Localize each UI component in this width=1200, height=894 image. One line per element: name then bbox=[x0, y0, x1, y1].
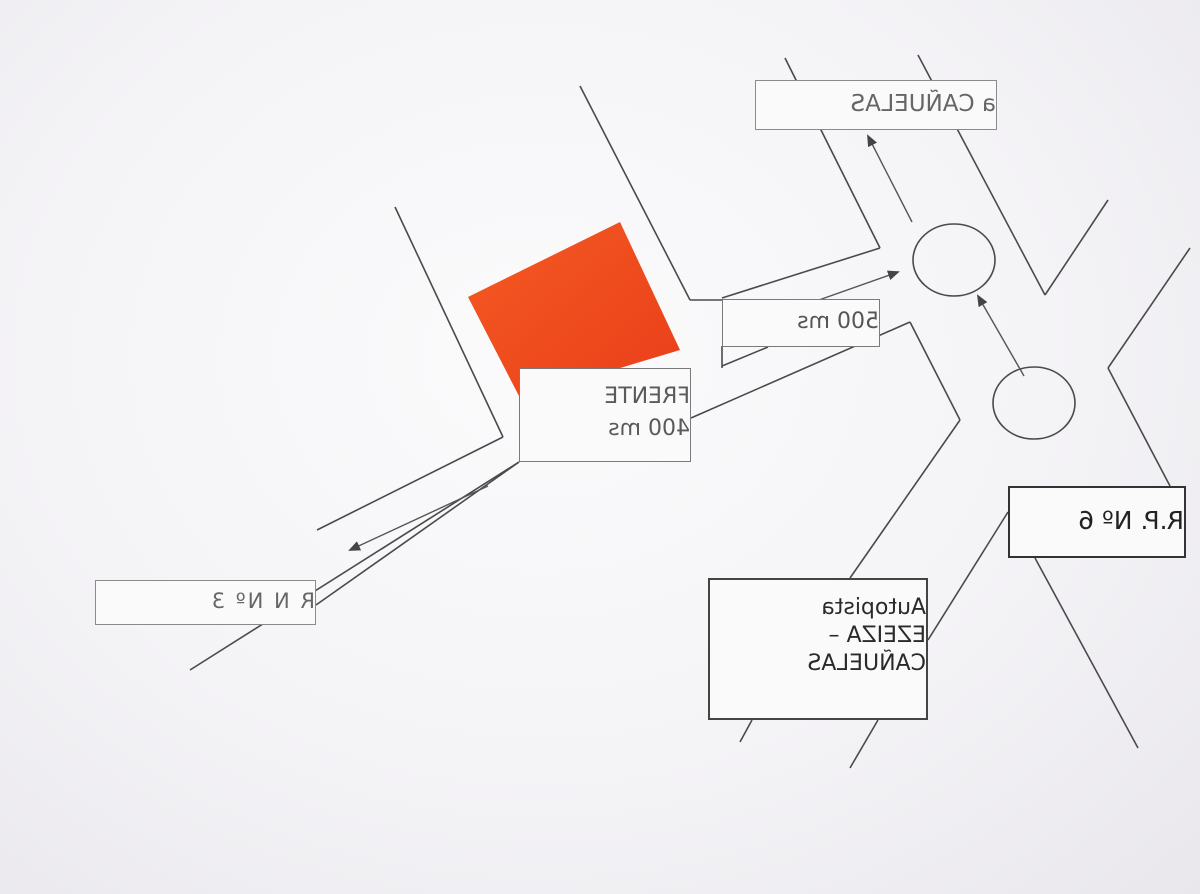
roundabout-icon bbox=[992, 366, 1076, 440]
label-frente: FRENTE 400 ms bbox=[519, 368, 691, 462]
label-distance-500: 500 ms bbox=[722, 299, 880, 347]
road-edge bbox=[315, 461, 520, 606]
road-edge bbox=[739, 719, 753, 743]
road-edge bbox=[1044, 199, 1109, 296]
road-edge bbox=[849, 419, 961, 579]
label-autopista: Autopista EZEIZA – CAÑUELAS bbox=[708, 578, 928, 720]
arrow-left-icon bbox=[348, 485, 489, 551]
label-ruta-nacional-3: R N Nº 3 bbox=[95, 580, 316, 625]
label-ruta-nacional-3-text: R N Nº 3 bbox=[209, 589, 315, 613]
road-edge bbox=[1034, 557, 1139, 749]
label-autopista-line1: Autopista bbox=[821, 595, 926, 620]
arrow-up-icon bbox=[977, 294, 1025, 377]
road-edge bbox=[927, 511, 1009, 641]
label-to-canuelas: a CAÑUELAS bbox=[755, 80, 997, 130]
label-ruta-provincial-6-text: R.P. Nº 6 bbox=[1078, 506, 1184, 535]
property-lot-icon bbox=[468, 222, 680, 398]
roundabout-icon bbox=[912, 223, 996, 297]
road-edge bbox=[721, 346, 769, 367]
road-edge bbox=[1107, 247, 1191, 369]
road-edge bbox=[316, 436, 504, 531]
label-distance-500-text: 500 ms bbox=[797, 309, 879, 334]
road-edge bbox=[721, 247, 881, 299]
label-frente-line1: FRENTE bbox=[604, 384, 690, 409]
road-edge bbox=[849, 719, 879, 769]
road-edge bbox=[189, 461, 520, 671]
road-edge bbox=[1107, 367, 1171, 487]
road-edge bbox=[394, 206, 504, 438]
label-to-canuelas-text: a CAÑUELAS bbox=[850, 91, 996, 117]
road-edge bbox=[579, 85, 691, 301]
road-edge bbox=[909, 321, 961, 421]
label-frente-line2: 400 ms bbox=[608, 416, 690, 441]
label-ruta-provincial-6: R.P. Nº 6 bbox=[1008, 486, 1186, 558]
label-autopista-line3: CAÑUELAS bbox=[807, 651, 926, 676]
arrow-up-left-icon bbox=[867, 134, 913, 223]
label-autopista-line2: EZEIZA – bbox=[828, 623, 926, 648]
